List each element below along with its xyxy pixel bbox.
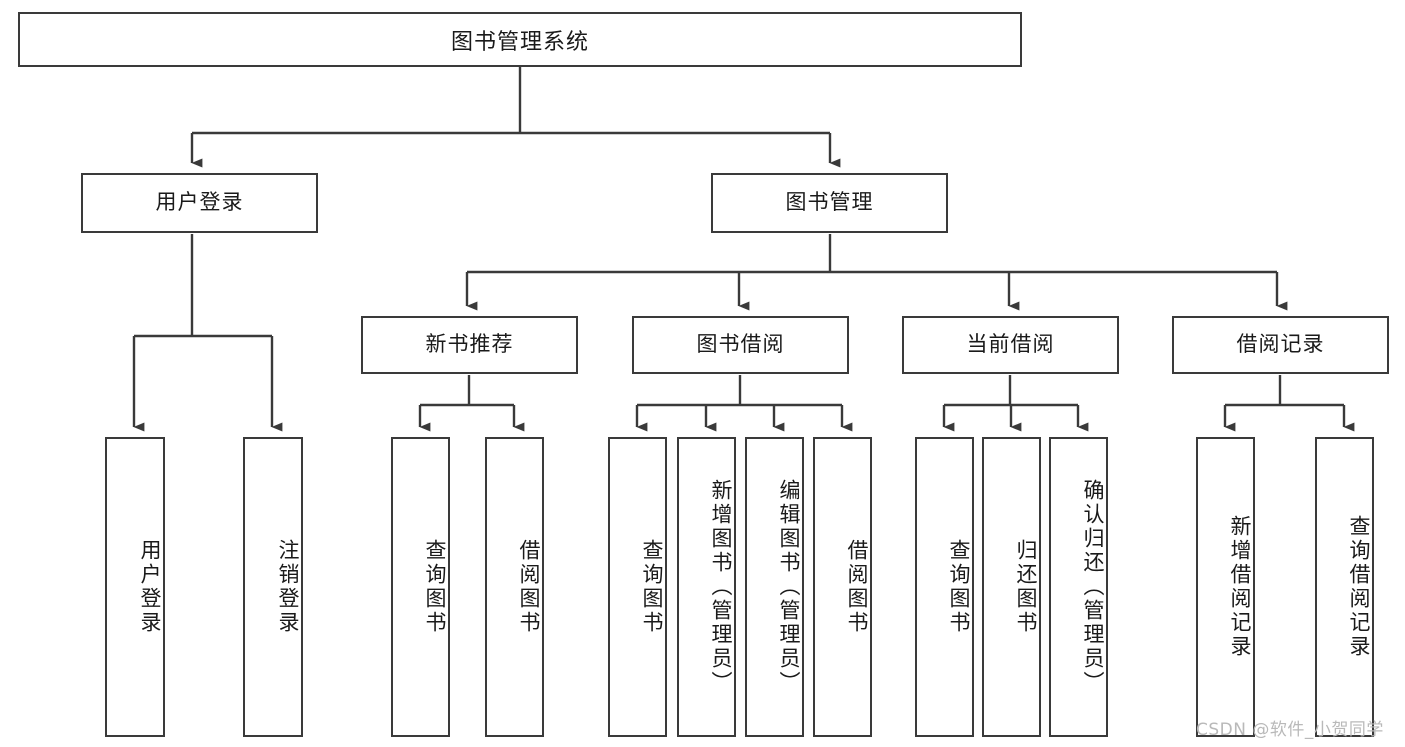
leaf-label: 查询图书 <box>640 539 664 635</box>
node-root-book-management-system[interactable]: 图书管理系统 <box>18 12 1022 67</box>
leaf-label: 用户登录 <box>138 539 162 635</box>
leaf-label: 确认归还（管理员） <box>1081 479 1105 695</box>
leaf-label: 新增图书（管理员） <box>709 479 733 695</box>
node-new-book-recommend-label: 新书推荐 <box>425 332 514 357</box>
node-current-borrow-label: 当前借阅 <box>966 332 1055 357</box>
leaf-book-borrow-edit-book[interactable]: 编辑图书（管理员） <box>745 437 804 737</box>
leaf-label: 注销登录 <box>276 539 300 635</box>
leaf-new-book-borrow-book[interactable]: 借阅图书 <box>485 437 544 737</box>
leaf-label: 编辑图书（管理员） <box>777 479 801 695</box>
node-book-borrow[interactable]: 图书借阅 <box>632 316 849 374</box>
leaf-label: 查询借阅记录 <box>1347 515 1371 659</box>
leaf-label: 借阅图书 <box>517 539 541 635</box>
leaf-borrow-record-query-record[interactable]: 查询借阅记录 <box>1315 437 1374 737</box>
leaf-label: 查询图书 <box>423 539 447 635</box>
leaf-book-borrow-add-book[interactable]: 新增图书（管理员） <box>677 437 736 737</box>
csdn-watermark: CSDN @软件_小贺同学 <box>1196 720 1384 740</box>
node-book-management[interactable]: 图书管理 <box>711 173 948 233</box>
node-borrow-record[interactable]: 借阅记录 <box>1172 316 1389 374</box>
leaf-current-borrow-query-book[interactable]: 查询图书 <box>915 437 974 737</box>
node-user-login-label: 用户登录 <box>155 190 244 215</box>
leaf-borrow-record-add-record[interactable]: 新增借阅记录 <box>1196 437 1255 737</box>
node-current-borrow[interactable]: 当前借阅 <box>902 316 1119 374</box>
node-user-login[interactable]: 用户登录 <box>81 173 318 233</box>
node-root-label: 图书管理系统 <box>450 29 589 55</box>
node-book-borrow-label: 图书借阅 <box>696 332 785 357</box>
node-new-book-recommend[interactable]: 新书推荐 <box>361 316 578 374</box>
leaf-label: 查询图书 <box>947 539 971 635</box>
leaf-new-book-query-book[interactable]: 查询图书 <box>391 437 450 737</box>
leaf-book-borrow-query-book[interactable]: 查询图书 <box>608 437 667 737</box>
leaf-book-borrow-borrow-book[interactable]: 借阅图书 <box>813 437 872 737</box>
node-book-management-label: 图书管理 <box>785 190 874 215</box>
leaf-user-login-signin[interactable]: 用户登录 <box>105 437 165 737</box>
leaf-user-login-signout[interactable]: 注销登录 <box>243 437 303 737</box>
leaf-label: 借阅图书 <box>845 539 869 635</box>
leaf-current-borrow-confirm-return[interactable]: 确认归还（管理员） <box>1049 437 1108 737</box>
leaf-label: 归还图书 <box>1014 539 1038 635</box>
leaf-label: 新增借阅记录 <box>1228 515 1252 659</box>
node-borrow-record-label: 借阅记录 <box>1236 332 1325 357</box>
leaf-current-borrow-return-book[interactable]: 归还图书 <box>982 437 1041 737</box>
